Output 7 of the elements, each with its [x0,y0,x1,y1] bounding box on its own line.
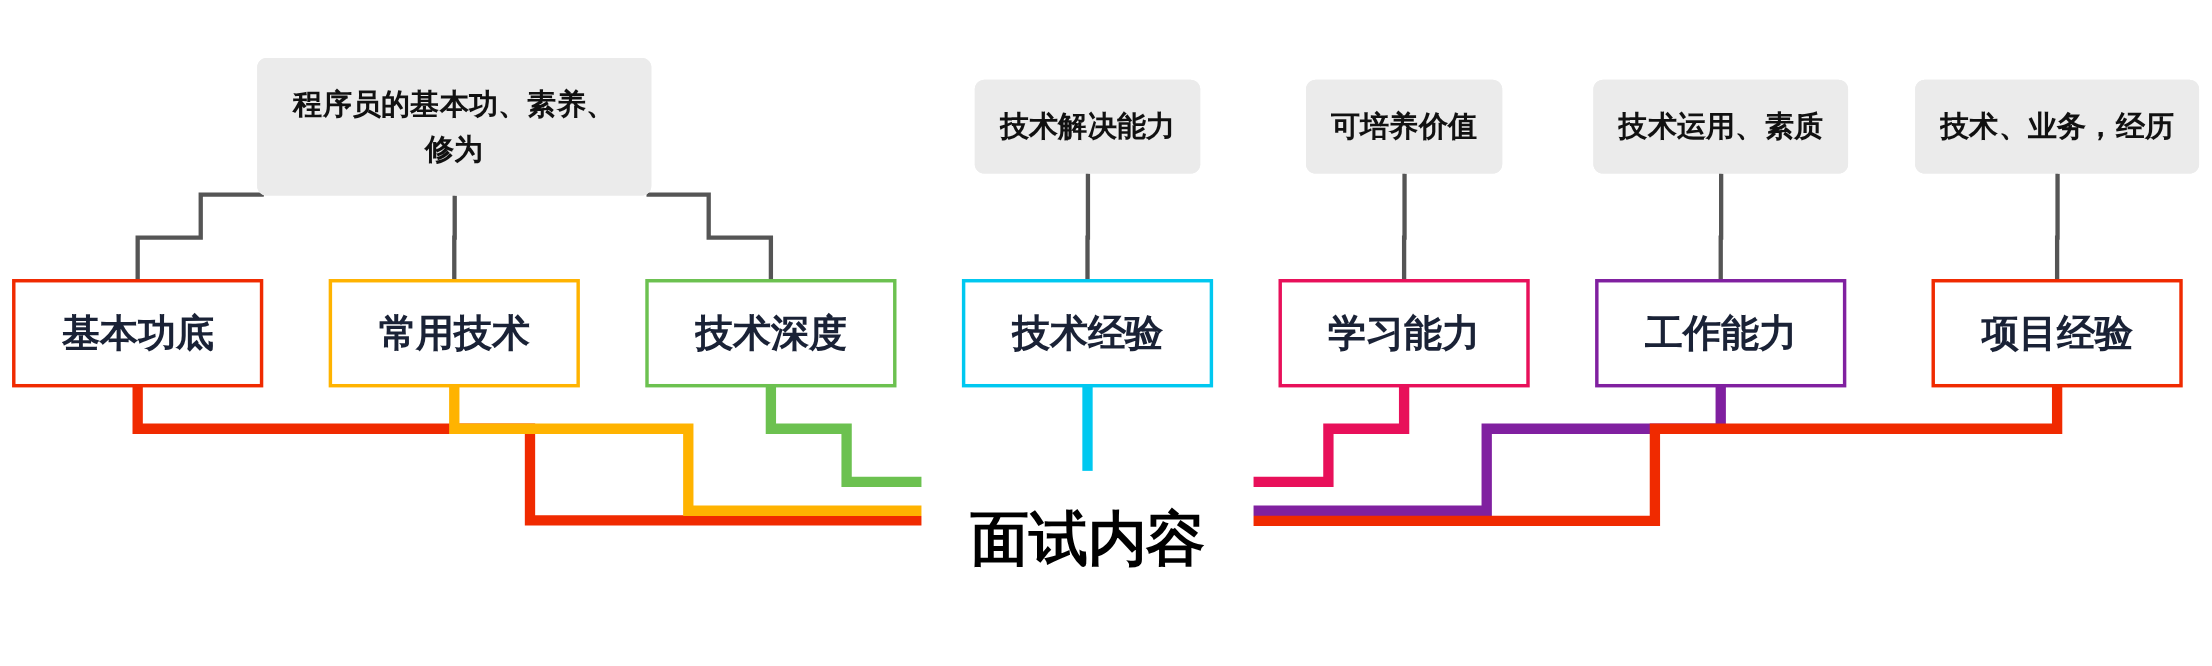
node-box: 工作能力 [1595,278,1847,388]
node-box: 技术深度 [645,278,897,388]
node-box: 基本功底 [12,278,264,388]
node-box: 技术经验 [961,278,1214,388]
node-box: 学习能力 [1278,278,1530,388]
node-box: 项目经验 [1931,278,2183,388]
node-box: 常用技术 [328,278,580,388]
